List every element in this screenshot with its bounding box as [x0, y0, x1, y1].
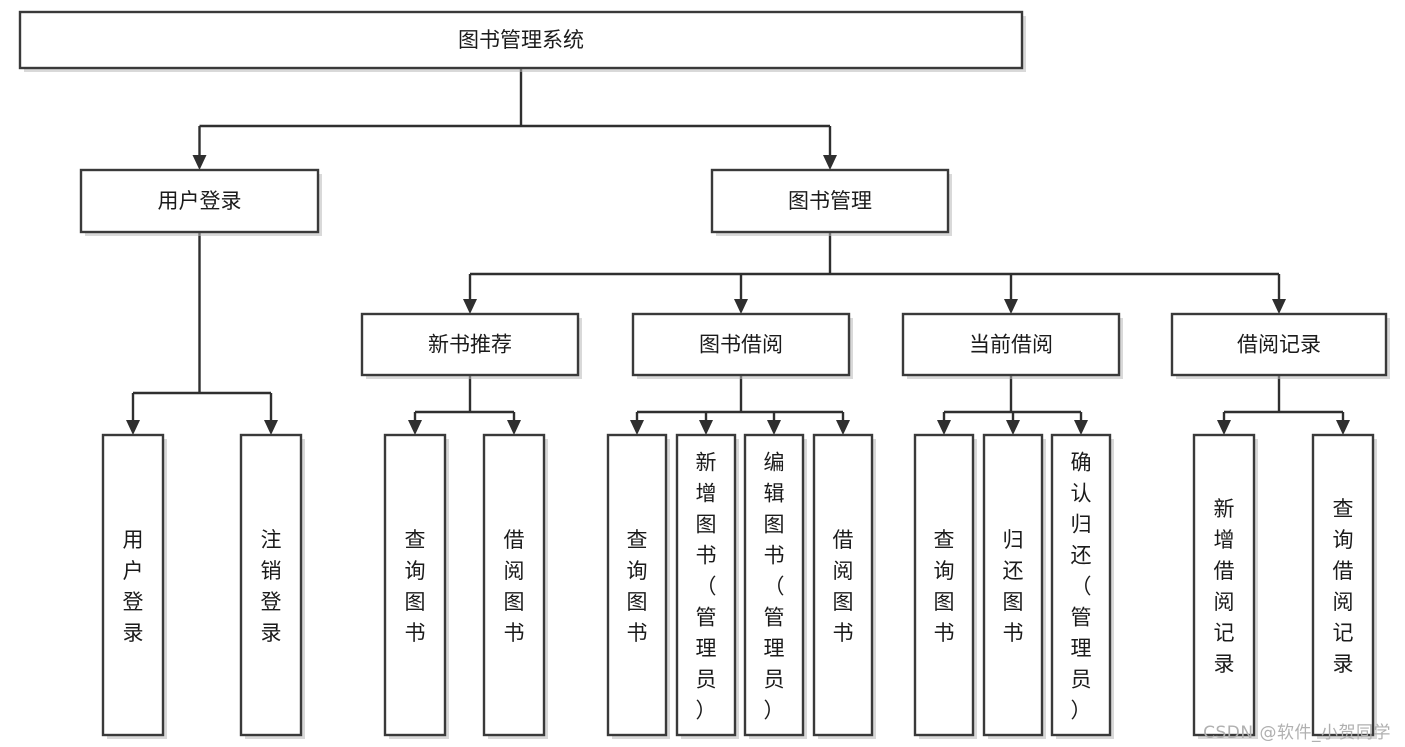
arrow-head-icon — [126, 420, 140, 435]
arrow-head-icon — [1004, 299, 1018, 314]
arrow-head-icon — [1336, 420, 1350, 435]
arrow-head-icon — [823, 155, 837, 170]
node-label-user-logout: 注销登录 — [261, 528, 282, 645]
node-box-query-book-2[interactable] — [606, 433, 668, 737]
node-box-query-borrow-record[interactable] — [1311, 433, 1375, 737]
node-box-root[interactable] — [18, 10, 1024, 70]
node-box-return-book[interactable] — [982, 433, 1044, 737]
arrow-head-icon — [1074, 420, 1088, 435]
node-box-book-management[interactable] — [710, 168, 950, 234]
node-label-book-borrow: 图书借阅 — [699, 333, 783, 357]
arrow-head-icon — [734, 299, 748, 314]
node-box-new-book-recommend[interactable] — [360, 312, 580, 377]
node-box-user-login[interactable] — [79, 168, 320, 234]
node-label-borrow-book-1: 借阅图书 — [504, 528, 525, 645]
node-label-current-borrow: 当前借阅 — [969, 333, 1053, 357]
arrow-head-icon — [630, 420, 644, 435]
node-label-query-book-3: 查询图书 — [934, 528, 955, 645]
node-box-borrow-book-2[interactable] — [812, 433, 874, 737]
node-box-user-logout[interactable] — [239, 433, 303, 737]
node-label-query-borrow-record: 查询借阅记录 — [1333, 497, 1354, 676]
arrow-head-icon — [1217, 420, 1231, 435]
node-box-current-borrow[interactable] — [901, 312, 1121, 377]
arrow-head-icon — [408, 420, 422, 435]
arrow-head-icon — [192, 155, 207, 170]
node-label-user-login: 用户登录 — [158, 189, 242, 213]
node-box-query-book-1[interactable] — [383, 433, 447, 737]
node-label-root: 图书管理系统 — [458, 28, 584, 52]
node-label-borrow-book-2: 借阅图书 — [833, 528, 854, 645]
arrow-head-icon — [507, 420, 521, 435]
node-label-query-book-1: 查询图书 — [405, 528, 426, 645]
node-label-new-book-recommend: 新书推荐 — [428, 333, 512, 357]
node-label-confirm-return-admin: 确认归还（管理员） — [1071, 451, 1092, 723]
box-layer — [18, 10, 1388, 737]
arrow-head-icon — [767, 420, 781, 435]
arrow-head-icon — [1272, 299, 1286, 314]
node-box-add-book-admin[interactable] — [675, 433, 737, 737]
node-label-query-book-2: 查询图书 — [627, 528, 648, 645]
node-box-query-book-3[interactable] — [913, 433, 975, 737]
node-box-book-borrow[interactable] — [631, 312, 851, 377]
arrow-head-icon — [937, 420, 951, 435]
node-box-confirm-return-admin[interactable] — [1050, 433, 1112, 737]
node-label-user-login-do: 用户登录 — [123, 528, 144, 645]
arrow-head-icon — [463, 299, 477, 314]
node-label-edit-book-admin: 编辑图书（管理员） — [764, 451, 785, 723]
node-box-borrow-book-1[interactable] — [482, 433, 546, 737]
node-label-borrow-records: 借阅记录 — [1237, 333, 1321, 357]
arrow-head-icon — [699, 420, 713, 435]
arrow-head-icon — [1006, 420, 1020, 435]
node-label-add-borrow-record: 新增借阅记录 — [1214, 497, 1235, 676]
connector-layer — [126, 68, 1350, 435]
node-label-add-book-admin: 新增图书（管理员） — [696, 451, 717, 723]
node-box-add-borrow-record[interactable] — [1192, 433, 1256, 737]
arrow-head-icon — [836, 420, 850, 435]
node-box-user-login-do[interactable] — [101, 433, 165, 737]
node-box-borrow-records[interactable] — [1170, 312, 1388, 377]
node-label-return-book: 归还图书 — [1003, 528, 1024, 645]
node-label-book-management: 图书管理 — [788, 189, 872, 213]
node-box-edit-book-admin[interactable] — [743, 433, 805, 737]
arrow-head-icon — [264, 420, 278, 435]
